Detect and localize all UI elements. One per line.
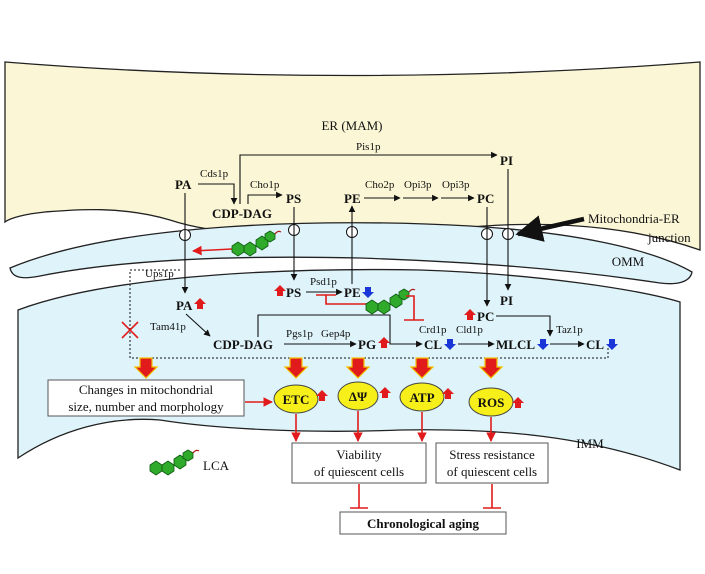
enzyme-crd1p: Crd1p [419,324,447,336]
enzyme-cds1p: Cds1p [200,168,229,180]
omm-label: OMM [612,254,645,269]
junction-arrow [515,215,585,242]
label-atp: ATP [409,390,434,405]
enzyme-tam41p: Tam41p [150,321,186,333]
oval-etc [273,384,319,414]
junction-label-line2: junction [647,230,691,245]
lipid-cl2-mito: CL [586,337,604,352]
lipid-cdpdag-mito: CDP-DAG [213,337,273,352]
stress-box [435,442,549,484]
arrow-pa-to-cdpdag-mito [185,313,211,337]
oval-dpsi [337,381,379,411]
enzyme-gep4p: Gep4p [321,328,351,340]
enzyme-opi3p-a: Opi3p [404,179,432,191]
er-label: ER (MAM) [321,118,382,133]
lipid-ps-mito: PS [286,285,301,300]
lca-legend-molecule [149,449,200,476]
lipid-ps-er: PS [286,191,301,206]
lca-import-arrow [192,245,233,256]
enzyme-pgs1p: Pgs1p [286,328,313,340]
lipid-pa-mito: PA [176,298,193,313]
viability-inhibits-aging [350,484,368,509]
changes-box [47,379,245,417]
changes-line1: Changes in mitochondrial [79,382,214,397]
lipid-pi-er: PI [500,153,513,168]
lipid-cdpdag-er: CDP-DAG [212,206,272,221]
enzyme-psd1p: Psd1p [310,276,337,288]
enzyme-taz1p: Taz1p [556,324,583,336]
lipid-mlcl-mito: MLCL [496,337,535,352]
arrow-cdpdag-to-pi [239,151,498,204]
oval-atp [399,382,445,412]
lca-legend-label: LCA [203,458,230,473]
viability-box [291,442,427,484]
tam41p-blocked-x [121,321,139,339]
viability-line1: Viability [336,447,382,462]
enzyme-cld1p: Cld1p [456,324,483,336]
lipid-pc-mito: PC [477,309,494,324]
arrow-cdpdag-to-cl [257,314,423,348]
enzyme-ups1p: Ups1p [145,268,174,280]
enzyme-pis1p: Pis1p [356,141,381,153]
label-dpsi: ΔΨ [349,389,368,404]
lipid-pg-mito: PG [358,337,376,352]
aging-box [339,511,507,535]
ups1p-dotted-connector [129,269,609,359]
label-ros: ROS [478,395,505,410]
changes-line2: size, number and morphology [68,399,224,414]
aging-label: Chronological aging [367,516,480,531]
lca-inhibits-psd1p [325,295,368,305]
arrow-pa-to-cdpdag [198,183,238,205]
lipid-pc-er: PC [477,191,494,206]
lca-inhibits-crd1p [406,295,415,320]
imm-label: IMM [576,436,604,451]
enzyme-cho1p: Cho1p [250,179,280,191]
lipid-pa-er: PA [175,177,192,192]
viability-line2: of quiescent cells [314,464,404,479]
lipid-pi-mito: PI [500,293,513,308]
lipid-cl-mito: CL [424,337,442,352]
arrow-cdpdag-to-ps [247,191,283,204]
enzyme-cho2p: Cho2p [365,179,395,191]
lipid-pe-mito: PE [344,285,361,300]
stress-line2: of quiescent cells [447,464,537,479]
arrow-pc-to-cl-pathway [496,315,554,337]
enzyme-opi3p-b: Opi3p [442,179,470,191]
junction-label-line1: Mitochondria-ER [588,211,680,226]
lipid-pe-er: PE [344,191,361,206]
stress-line1: Stress resistance [449,447,535,462]
label-etc: ETC [283,392,310,407]
stress-inhibits-aging [483,484,501,509]
